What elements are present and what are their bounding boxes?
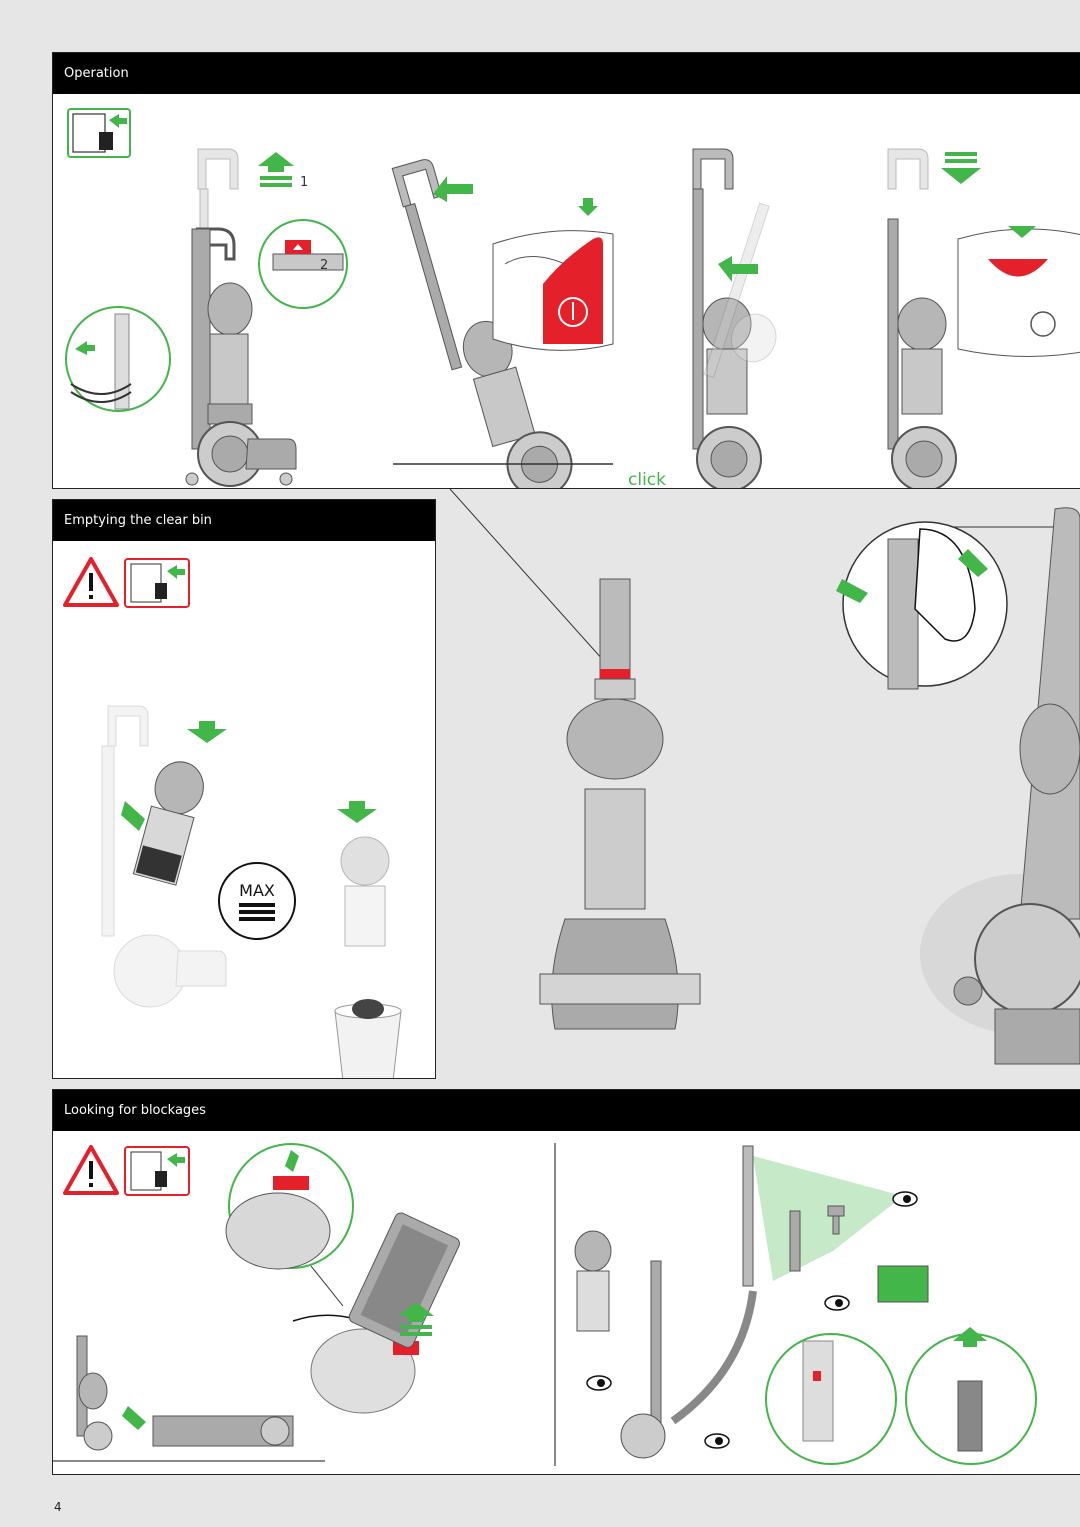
bin-emptying xyxy=(340,836,390,947)
operation-panel: Operation 1 xyxy=(52,52,1080,489)
blockages-illustration xyxy=(53,1143,1037,1466)
recline-arrow-icon xyxy=(433,176,473,202)
emptying-illustration: MAX xyxy=(63,557,402,1078)
bin-removed xyxy=(132,761,204,886)
emptying-header: Emptying the clear bin xyxy=(53,500,435,541)
arrow-up-icon xyxy=(398,1302,434,1336)
unplug-icon xyxy=(124,558,190,608)
operation-header: Operation xyxy=(53,53,1080,94)
cable-hook-detail xyxy=(65,306,171,412)
warning-icon xyxy=(63,557,119,607)
vacuum-upright-1 xyxy=(185,148,297,487)
blockages-title: Looking for blockages xyxy=(64,1103,206,1118)
max-level-icon: MAX xyxy=(218,862,296,940)
cyclone-release-detail xyxy=(225,1143,354,1270)
vacuum-front-view xyxy=(539,578,701,1030)
arrow-down-icon xyxy=(187,721,227,743)
vacuum-lying-down xyxy=(76,1335,294,1451)
arrow-down-icon xyxy=(941,152,981,184)
page-number: 4 xyxy=(54,1500,62,1514)
hose-detach-detail xyxy=(905,1327,1037,1465)
handle-release-illustration xyxy=(449,489,1080,1065)
emptying-title: Emptying the clear bin xyxy=(64,513,212,528)
hand-detail xyxy=(836,521,1008,690)
unplug-icon xyxy=(67,108,131,158)
eye-icon xyxy=(824,1295,850,1311)
eye-icon xyxy=(892,1191,918,1207)
vacuum-side-view xyxy=(920,507,1080,1065)
power-button-off-detail xyxy=(957,226,1080,357)
step-2-label: 2 xyxy=(320,258,328,273)
cleaner-head xyxy=(348,1212,460,1348)
remove-arrow-icon xyxy=(121,801,145,831)
power-button-detail xyxy=(492,198,614,351)
eye-icon xyxy=(586,1375,612,1391)
tools-inspection xyxy=(742,1145,929,1303)
blockages-header: Looking for blockages xyxy=(53,1090,1080,1131)
dustbin xyxy=(334,999,402,1078)
upright-arrow-icon xyxy=(718,256,758,282)
click-label: click xyxy=(628,470,666,489)
emptying-panel: Emptying the clear bin xyxy=(52,499,436,1079)
vacuum-upright-3 xyxy=(887,148,957,488)
arrow-down-icon xyxy=(337,801,377,823)
blockages-panel: Looking for blockages xyxy=(52,1089,1080,1475)
eye-icon xyxy=(704,1433,730,1449)
unplug-icon xyxy=(124,1146,190,1196)
vacuum-upright-2 xyxy=(692,148,762,488)
vacuum-ghost xyxy=(101,705,227,1008)
warning-icon xyxy=(63,1145,119,1195)
handle-release-detail xyxy=(258,219,348,309)
arrow-up-icon xyxy=(258,152,294,187)
hose-inlet-detail xyxy=(765,1333,897,1465)
operation-illustration: 1 2 xyxy=(65,108,1080,489)
vacuum-hose-view xyxy=(574,1230,757,1459)
ghost-vacuum xyxy=(703,202,777,379)
max-label: MAX xyxy=(239,881,275,900)
operation-title: Operation xyxy=(64,66,129,81)
step-1-label: 1 xyxy=(300,175,308,190)
